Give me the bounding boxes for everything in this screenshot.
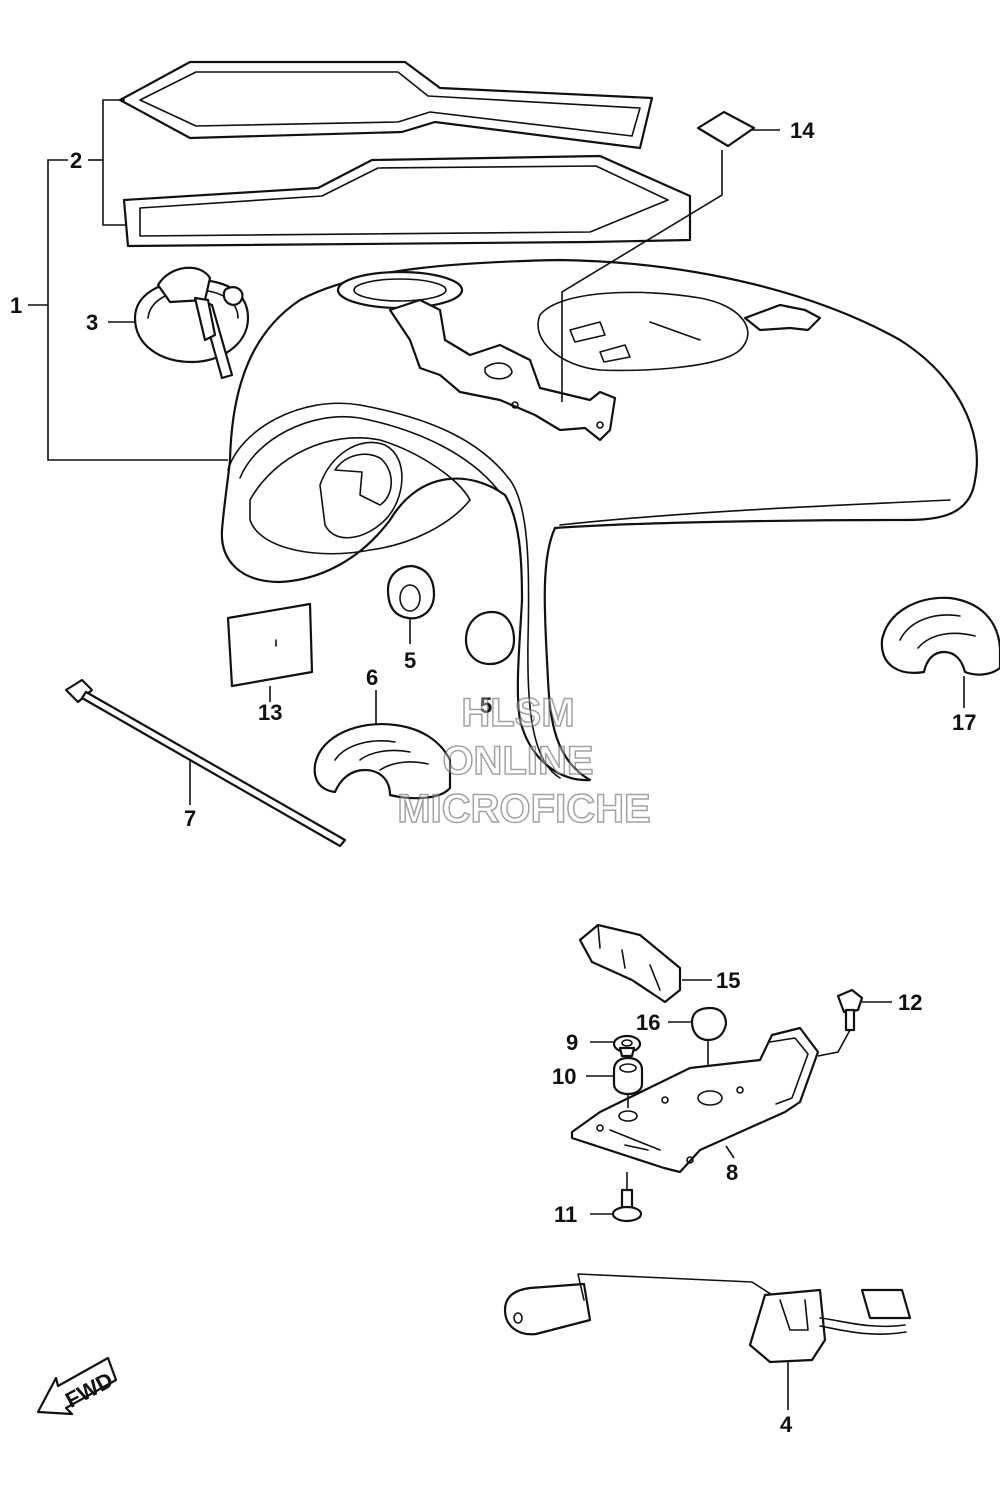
- callout-5a: 5: [404, 648, 416, 673]
- part-8-bracket: [570, 1026, 820, 1174]
- callout-10: 10: [552, 1064, 576, 1089]
- callout-3: 3: [86, 310, 98, 335]
- callout-17: 17: [952, 710, 976, 735]
- part-12-bolt: [836, 988, 864, 1032]
- part-6-cushion: [313, 723, 452, 800]
- part-11-screw: [611, 1188, 643, 1223]
- callout-9: 9: [566, 1030, 578, 1055]
- part-2-decal-lower: [122, 154, 692, 248]
- callout-15: 15: [716, 968, 740, 993]
- callout-14: 14: [790, 118, 815, 143]
- part-3-fuel-cap: [133, 266, 250, 380]
- callout-8: 8: [726, 1160, 738, 1185]
- part-13-label: [226, 602, 314, 688]
- callout-13: 13: [258, 700, 282, 725]
- fwd-arrow-icon: [36, 1356, 118, 1416]
- part-4-fuel-level-gauge: [503, 1273, 912, 1364]
- part-10-grommet: [612, 1056, 644, 1096]
- part-7-cable-tie: [64, 678, 347, 848]
- callout-12: 12: [898, 990, 922, 1015]
- callout-2: 2: [70, 148, 82, 173]
- watermark-line-1: HLSM: [461, 691, 574, 735]
- part-16-damper: [690, 1006, 728, 1042]
- watermark-line-2: ONLINE: [442, 739, 593, 783]
- part-5-grommet-a: [386, 564, 436, 620]
- callout-7: 7: [184, 806, 196, 831]
- watermark-line-3: MICROFICHE: [397, 787, 650, 831]
- part-15-rubber-block: [578, 923, 682, 1004]
- callout-6: 6: [366, 665, 378, 690]
- callout-11: 11: [554, 1202, 577, 1227]
- callout-5b: 5: [480, 693, 492, 718]
- callout-1: 1: [10, 293, 22, 318]
- callout-4: 4: [780, 1412, 793, 1437]
- part-1-fuel-tank: [220, 258, 978, 782]
- part-9-collar: [612, 1034, 642, 1058]
- part-14-label: [696, 110, 756, 148]
- callout-16: 16: [636, 1010, 660, 1035]
- part-5-grommet-b: [464, 610, 516, 666]
- part-2-decal-upper: [118, 60, 654, 150]
- part-17-cushion: [880, 596, 1000, 676]
